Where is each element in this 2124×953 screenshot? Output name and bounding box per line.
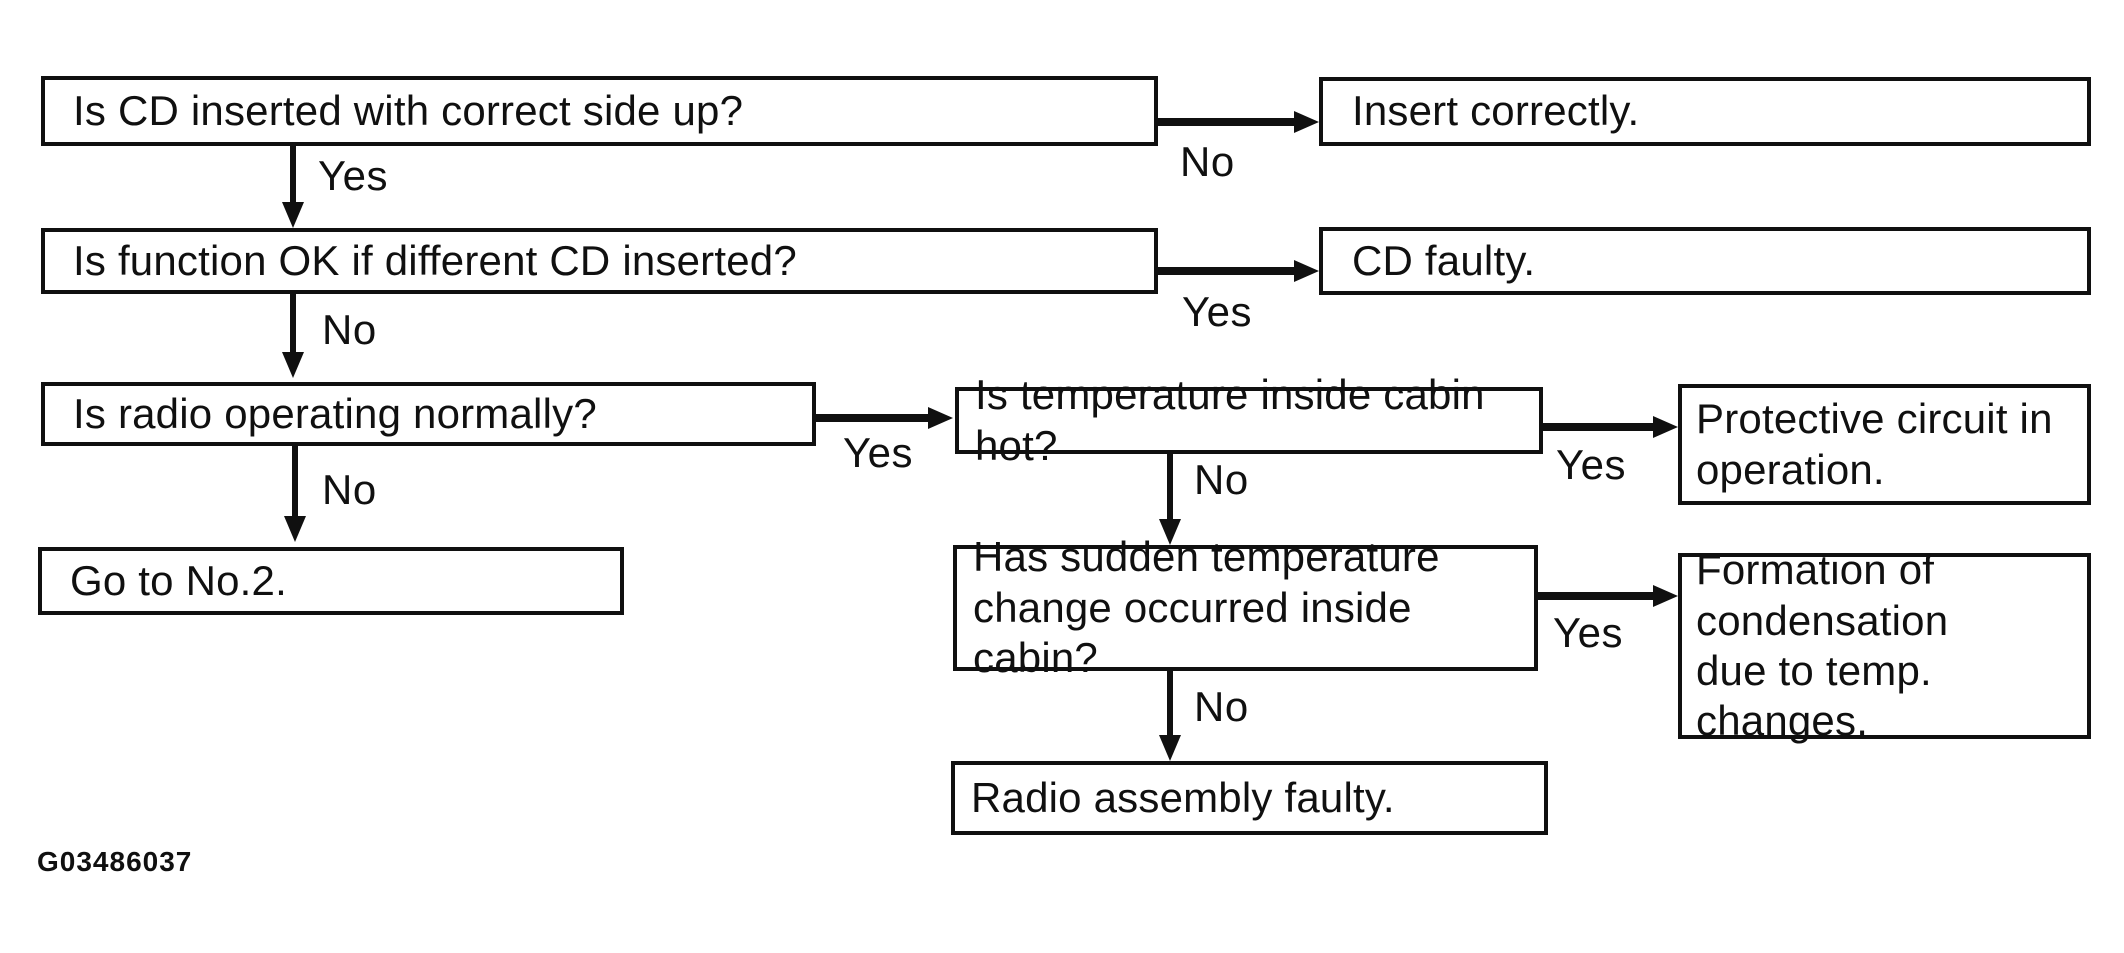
edge-sudden-no-line xyxy=(1167,670,1173,736)
node-insert-correctly: Insert correctly. xyxy=(1319,77,2091,146)
edge-cd-yes-line xyxy=(290,145,296,204)
edge-diff-yes-label: Yes xyxy=(1182,288,1253,335)
node-radio-assembly-faulty: Radio assembly faulty. xyxy=(951,761,1548,835)
node-is-function-ok-different-cd: Is function OK if different CD inserted? xyxy=(41,228,1158,294)
edge-cd-yes-arrowhead-icon xyxy=(282,202,304,228)
node-go-to-no2: Go to No.2. xyxy=(38,547,624,615)
edge-radio-yes-line xyxy=(815,414,930,422)
edge-sudden-yes-line xyxy=(1537,592,1654,600)
edge-diff-no-label: No xyxy=(322,306,377,353)
edge-cd-no-label: No xyxy=(1180,138,1235,185)
edge-sudden-yes-arrowhead-icon xyxy=(1653,585,1678,607)
edge-hot-no-arrowhead-icon xyxy=(1159,519,1181,545)
figure-id-label: G03486037 xyxy=(37,846,193,877)
node-cd-faulty: CD faulty. xyxy=(1319,227,2091,295)
edge-hot-yes-label: Yes xyxy=(1556,441,1627,488)
edge-sudden-no-label: No xyxy=(1194,683,1249,730)
edge-hot-no-line xyxy=(1167,453,1173,520)
edge-diff-yes-line xyxy=(1157,267,1297,275)
node-has-sudden-temperature-change: Has sudden temperature change occurred i… xyxy=(953,533,1538,681)
edge-sudden-yes-label: Yes xyxy=(1553,609,1624,656)
edge-hot-yes-arrowhead-icon xyxy=(1653,416,1678,438)
edge-cd-no-arrowhead-icon xyxy=(1294,111,1319,133)
edge-cd-no-line xyxy=(1157,118,1297,126)
edge-hot-yes-line xyxy=(1542,423,1654,431)
edge-diff-no-arrowhead-icon xyxy=(282,352,304,378)
node-is-cd-inserted-correct-side: Is CD inserted with correct side up? xyxy=(41,76,1158,146)
edge-radio-yes-label: Yes xyxy=(843,429,914,476)
edge-radio-no-arrowhead-icon xyxy=(284,516,306,542)
edge-sudden-no-arrowhead-icon xyxy=(1159,735,1181,761)
edge-radio-no-line xyxy=(292,445,298,518)
edge-diff-no-line xyxy=(290,293,296,354)
edge-diff-yes-arrowhead-icon xyxy=(1294,260,1319,282)
node-is-cabin-temperature-hot: Is temperature inside cabin hot? xyxy=(955,371,1543,469)
edge-hot-no-label: No xyxy=(1194,456,1249,503)
edge-cd-yes-label: Yes xyxy=(318,152,389,199)
node-formation-of-condensation: Formation of condensation due to temp. c… xyxy=(1678,546,2091,744)
node-protective-circuit-in-operation: Protective circuit in operation. xyxy=(1678,384,2091,505)
edge-radio-yes-arrowhead-icon xyxy=(928,407,953,429)
edge-radio-no-label: No xyxy=(322,466,377,513)
node-is-radio-operating-normally: Is radio operating normally? xyxy=(41,382,816,446)
